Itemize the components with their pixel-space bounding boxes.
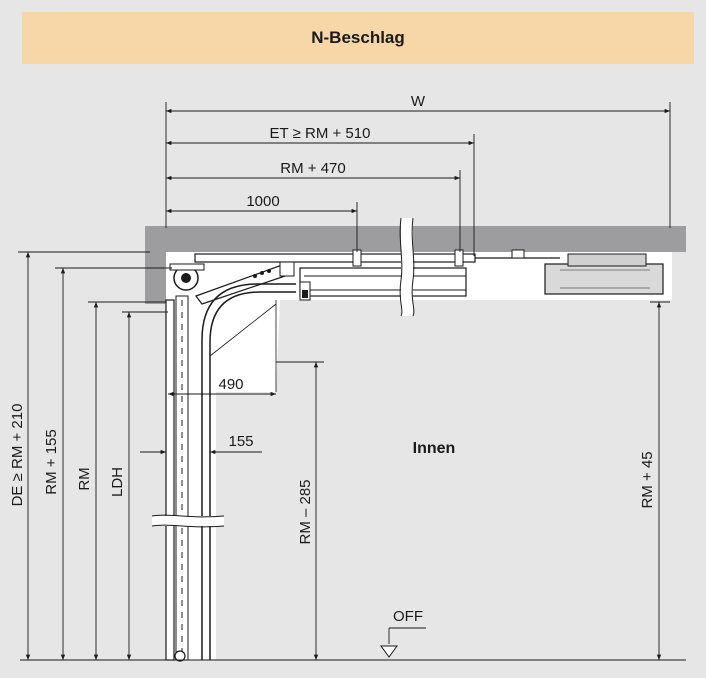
motor-unit [544,253,664,295]
dim-et-label: ET ≥ RM + 510 [270,125,371,142]
dim-1000-label: 1000 [246,193,279,210]
dim-ldh [122,311,168,660]
dim-rm155-label: RM + 155 [43,429,60,494]
lintel-wall [145,252,166,304]
dim-rm45-label: RM + 45 [639,451,656,508]
spring-drum [169,263,205,291]
bracket-area [205,300,280,392]
ceiling-slab [145,226,686,252]
dim-155-label: 155 [228,433,253,450]
dim-rm285 [276,361,324,660]
lever-arm [195,261,311,305]
dim-rm155 [55,267,172,660]
break-mark-vertical [151,514,225,528]
header-title: N-Beschlag [22,12,694,64]
floor-marker [380,627,426,658]
ceiling-mount-1 [352,249,362,267]
dim-rm470-label: RM + 470 [280,160,345,177]
dim-490-label: 490 [218,376,243,393]
dim-de-label: DE ≥ RM + 210 [9,404,26,507]
dim-w [165,102,671,228]
dim-w-label: W [411,93,426,110]
dim-rm285-label: RM – 285 [297,479,314,544]
ceiling-mount-3 [511,249,525,259]
ceiling-mount-2 [454,249,464,267]
dim-ldh-label: LDH [109,467,126,497]
dim-rm [88,301,166,660]
dim-de [18,251,150,660]
dim-rm470 [166,170,461,252]
dim-et [166,134,475,256]
inside-label: Innen [413,440,456,457]
dim-1000 [166,202,358,252]
horizontal-rail-bottom [299,267,467,297]
break-mark-horizontal [399,217,415,317]
dim-rm-label: RM [76,467,93,490]
horizontal-rail-top [194,253,476,263]
door-leaf [165,295,189,662]
floor-label: OFF [393,608,423,625]
curved-track [201,283,296,660]
dim-rm45 [650,301,670,660]
